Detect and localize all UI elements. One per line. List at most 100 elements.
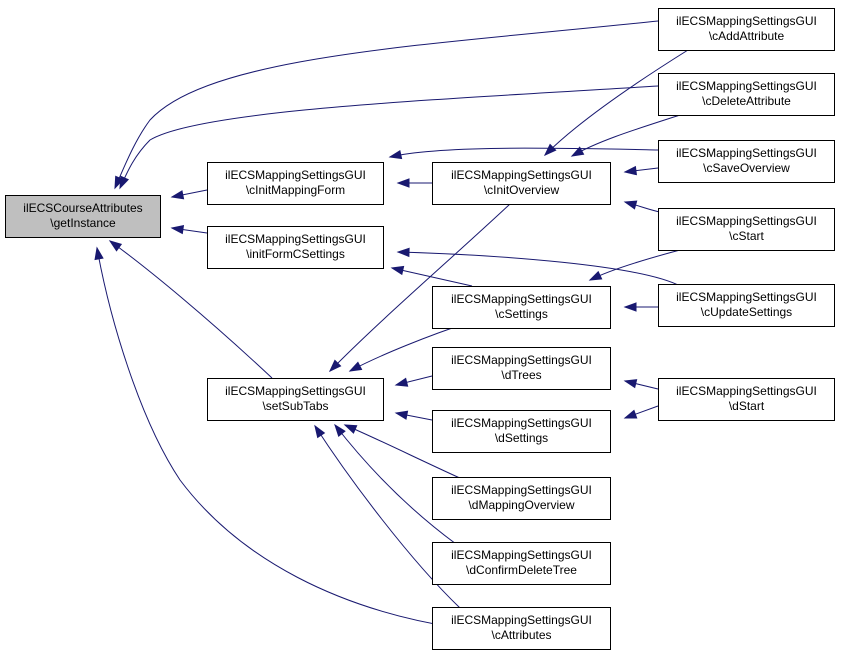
node-box xyxy=(432,542,611,585)
edge-line xyxy=(344,424,463,480)
node-class-label: ilECSMappingSettingsGUI xyxy=(225,384,366,398)
node-cUpdateSettings[interactable]: ilECSMappingSettingsGUI\cUpdateSettings xyxy=(658,284,835,327)
arrowhead-icon xyxy=(394,377,409,387)
arrowhead-icon xyxy=(394,410,409,420)
node-root[interactable]: ilECSCourseAttributes\getInstance xyxy=(5,195,161,238)
node-class-label: ilECSMappingSettingsGUI xyxy=(451,548,592,562)
arrowhead-icon xyxy=(314,424,326,439)
node-box xyxy=(658,73,835,116)
arrowhead-icon xyxy=(119,175,130,190)
node-dConfirmDeleteTree[interactable]: ilECSMappingSettingsGUI\dConfirmDeleteTr… xyxy=(432,542,611,585)
node-box xyxy=(432,410,611,453)
node-method-label: \cUpdateSettings xyxy=(701,305,792,319)
edge-cAddAttribute-to-cInitOverview xyxy=(543,49,689,157)
arrowhead-icon xyxy=(623,302,637,312)
arrowhead-icon xyxy=(334,423,346,437)
edge-cSaveOverview-to-cInitMappingForm xyxy=(388,147,659,160)
edge-line xyxy=(329,203,511,372)
arrowhead-icon xyxy=(623,165,637,176)
arrowhead-icon xyxy=(170,190,185,200)
node-cSaveOverview[interactable]: ilECSMappingSettingsGUI\cSaveOverview xyxy=(658,140,835,183)
node-box xyxy=(658,208,835,251)
node-class-label: ilECSMappingSettingsGUI xyxy=(451,292,592,306)
edge-dTrees-to-setSubTabs xyxy=(394,375,433,387)
edges-layer xyxy=(94,20,689,629)
edge-cInitOverview-to-setSubTabs xyxy=(328,203,511,373)
node-initFormCSettings[interactable]: ilECSMappingSettingsGUI\initFormCSetting… xyxy=(207,226,384,269)
edge-line xyxy=(109,240,273,379)
arrowhead-icon xyxy=(343,424,358,434)
node-box xyxy=(432,162,611,205)
node-box xyxy=(658,8,835,51)
node-class-label: ilECSMappingSettingsGUI xyxy=(451,416,592,430)
edge-cUpdateSettings-to-initFormCSettings xyxy=(396,247,681,287)
node-class-label: ilECSMappingSettingsGUI xyxy=(676,214,817,228)
arrowhead-icon xyxy=(348,361,363,372)
edge-line xyxy=(314,425,461,609)
node-dStart[interactable]: ilECSMappingSettingsGUI\dStart xyxy=(658,378,835,421)
node-box xyxy=(207,226,384,269)
arrowhead-icon xyxy=(623,379,638,389)
arrowhead-icon xyxy=(623,200,638,210)
node-cInitOverview[interactable]: ilECSMappingSettingsGUI\cInitOverview xyxy=(432,162,611,205)
node-box xyxy=(5,195,161,238)
edge-dStart-to-dSettings xyxy=(623,405,659,419)
node-box xyxy=(432,607,611,650)
edge-line xyxy=(334,424,457,545)
edge-line xyxy=(119,85,659,189)
node-method-label: \dConfirmDeleteTree xyxy=(466,563,577,577)
edge-line xyxy=(389,147,659,158)
node-cDeleteAttribute[interactable]: ilECSMappingSettingsGUI\cDeleteAttribute xyxy=(658,73,835,116)
node-class-label: ilECSCourseAttributes xyxy=(23,201,142,215)
node-class-label: ilECSMappingSettingsGUI xyxy=(676,146,817,160)
edge-cSaveOverview-to-cInitOverview xyxy=(623,165,659,176)
node-dMappingOverview[interactable]: ilECSMappingSettingsGUI\dMappingOverview xyxy=(432,477,611,520)
node-class-label: ilECSMappingSettingsGUI xyxy=(451,353,592,367)
node-method-label: \getInstance xyxy=(50,216,116,230)
edge-cStart-to-cSettings xyxy=(588,249,681,281)
arrowhead-icon xyxy=(390,265,405,276)
node-method-label: \initFormCSettings xyxy=(246,247,345,261)
node-method-label: \dSettings xyxy=(495,431,548,445)
node-cInitMappingForm[interactable]: ilECSMappingSettingsGUI\cInitMappingForm xyxy=(207,162,384,205)
node-method-label: \cSaveOverview xyxy=(703,161,790,175)
arrowhead-icon xyxy=(170,224,185,235)
arrowhead-icon xyxy=(396,178,410,188)
edge-cAttributes-to-root xyxy=(94,246,459,629)
node-dSettings[interactable]: ilECSMappingSettingsGUI\dSettings xyxy=(432,410,611,453)
arrowhead-icon xyxy=(396,247,410,258)
edge-line xyxy=(391,267,473,287)
node-box xyxy=(658,284,835,327)
node-cAttributes[interactable]: ilECSMappingSettingsGUI\cAttributes xyxy=(432,607,611,650)
edge-cInitMappingForm-to-root xyxy=(170,189,208,200)
edge-line xyxy=(114,20,659,189)
arrowhead-icon xyxy=(388,149,403,160)
node-box xyxy=(658,140,835,183)
node-class-label: ilECSMappingSettingsGUI xyxy=(225,168,366,182)
edge-line xyxy=(544,49,689,156)
node-method-label: \dTrees xyxy=(501,368,541,382)
node-method-label: \dStart xyxy=(729,399,765,413)
node-method-label: \cInitMappingForm xyxy=(246,183,345,197)
arrowhead-icon xyxy=(108,240,123,252)
nodes-layer: ilECSCourseAttributes\getInstance ilECSMa… xyxy=(5,8,835,650)
node-setSubTabs[interactable]: ilECSMappingSettingsGUI\setSubTabs xyxy=(207,378,384,421)
edge-cInitOverview-to-cInitMappingForm xyxy=(396,178,432,188)
node-cStart[interactable]: ilECSMappingSettingsGUI\cStart xyxy=(658,208,835,251)
edge-dMappingOverview-to-setSubTabs xyxy=(343,424,463,480)
node-box xyxy=(432,477,611,520)
node-class-label: ilECSMappingSettingsGUI xyxy=(451,483,592,497)
node-method-label: \cInitOverview xyxy=(484,183,560,197)
node-cAddAttribute[interactable]: ilECSMappingSettingsGUI\cAddAttribute xyxy=(658,8,835,51)
edge-initFormCSettings-to-root xyxy=(170,224,208,235)
node-method-label: \cDeleteAttribute xyxy=(702,94,791,108)
node-cSettings[interactable]: ilECSMappingSettingsGUI\cSettings xyxy=(432,286,611,329)
node-method-label: \cAttributes xyxy=(491,628,551,642)
edge-cSettings-to-initFormCSettings xyxy=(390,265,473,287)
arrowhead-icon xyxy=(623,409,638,419)
edge-cAttributes-to-setSubTabs xyxy=(314,424,461,609)
node-method-label: \setSubTabs xyxy=(262,399,328,413)
node-dTrees[interactable]: ilECSMappingSettingsGUI\dTrees xyxy=(432,347,611,390)
node-method-label: \cStart xyxy=(729,229,764,243)
edge-cUpdateSettings-to-cSettings xyxy=(623,302,658,312)
